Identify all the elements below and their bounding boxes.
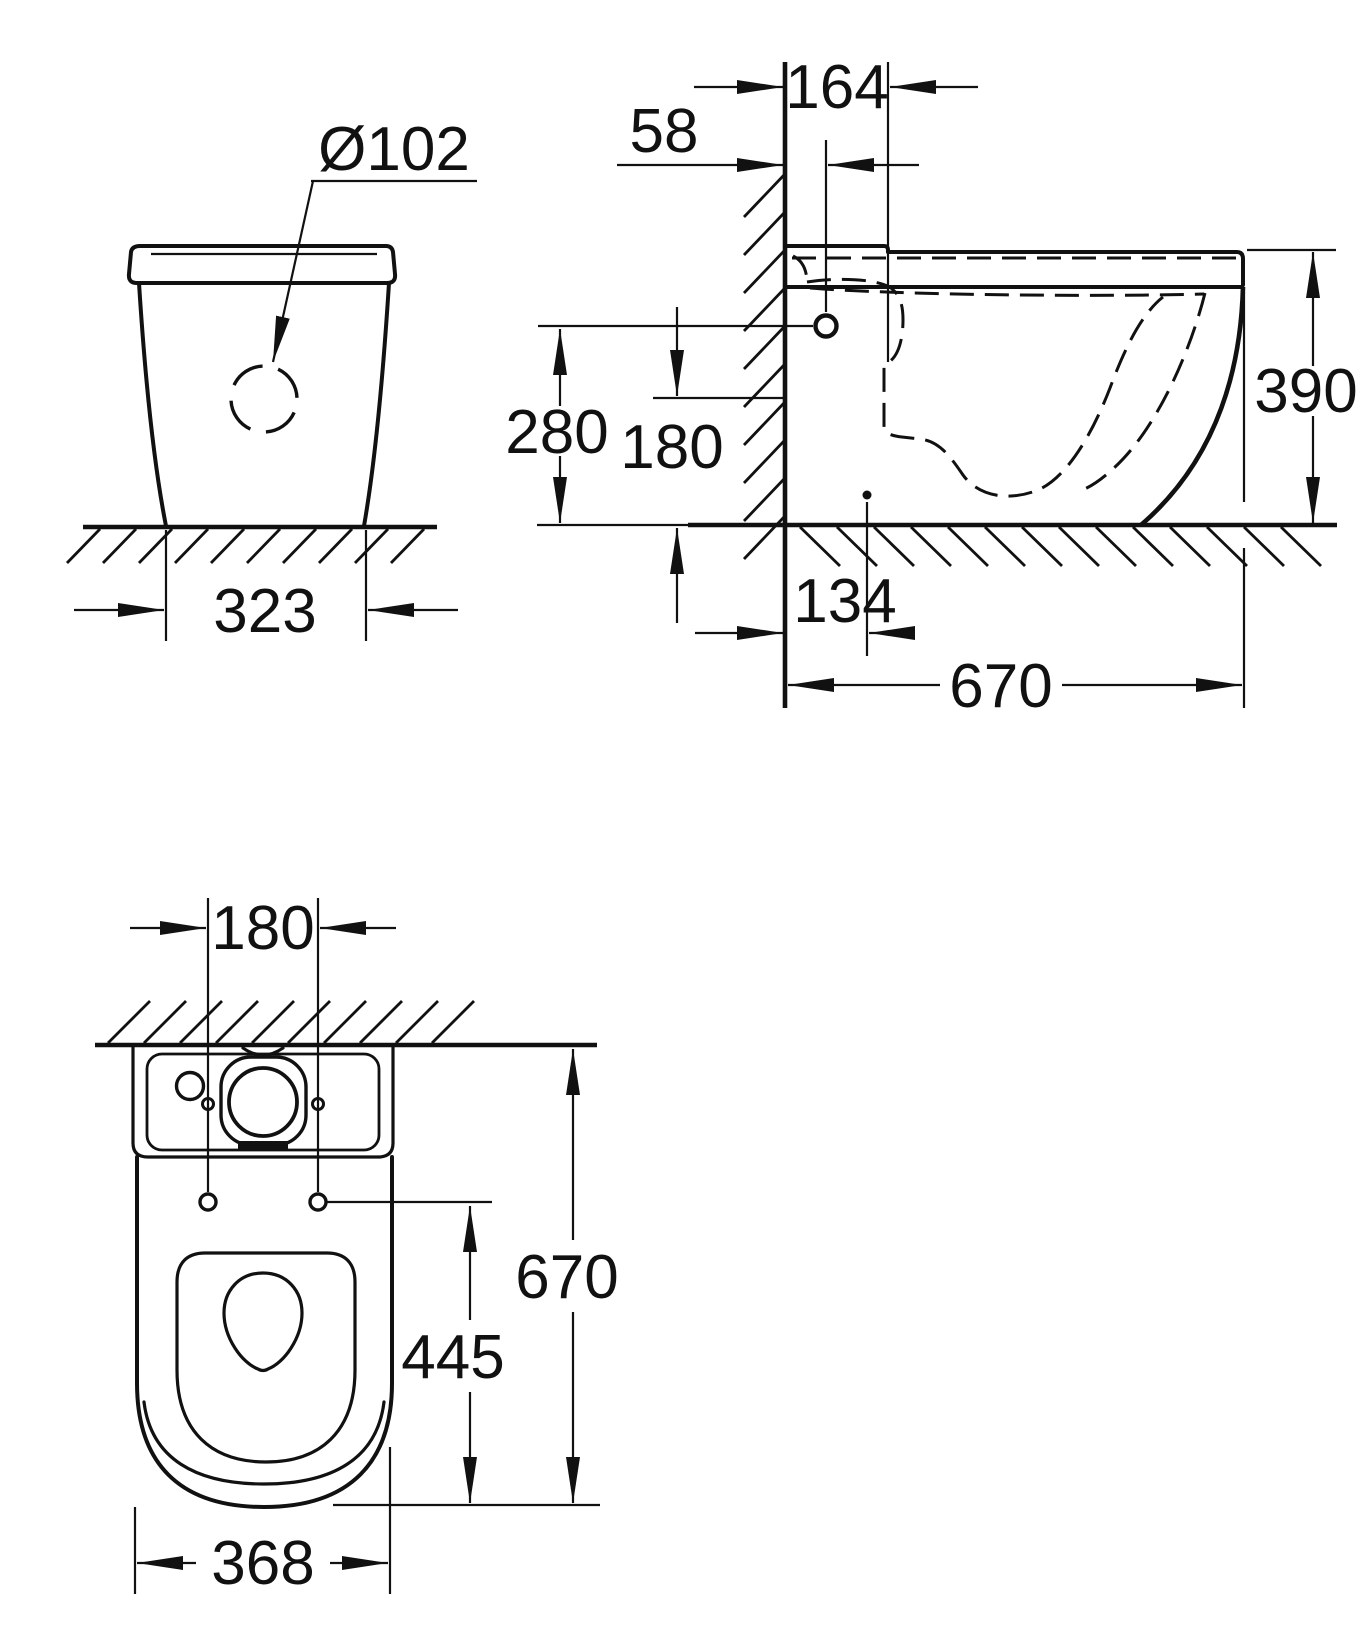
dim-side-outlet-height: 180 <box>620 413 723 482</box>
dim-plan-length: 670 <box>515 1243 618 1312</box>
plan-body-outline <box>135 1155 394 1509</box>
dim-side-inlet-offset: 58 <box>630 97 699 166</box>
dim-side-inlet-height: 280 <box>505 398 608 467</box>
diameter-leader-line <box>271 180 315 363</box>
plan-body-inner-rim <box>142 1400 386 1486</box>
hidden-bowl-inner-front <box>1075 292 1207 494</box>
cistern-body-right-edge <box>362 281 391 528</box>
dim-front-diameter: Ø102 <box>318 115 470 184</box>
dim-670p-label-bg <box>510 1252 624 1302</box>
water-inlet-circle <box>813 313 839 339</box>
plan-lid-button <box>174 1070 206 1102</box>
dim-280-label-bg <box>501 406 613 456</box>
plan-view: 180 670 445 368 <box>95 894 624 1598</box>
plan-cistern-outline <box>131 1043 395 1159</box>
dim-side-rim-height: 390 <box>1254 357 1357 426</box>
front-ground-hatching <box>65 528 426 564</box>
plan-flush-valve-inner <box>227 1066 299 1138</box>
plan-wall-hatching <box>107 1000 475 1044</box>
bowl-front-profile <box>1139 286 1246 527</box>
mounting-hole-right <box>308 1192 328 1212</box>
dim-front-base-width: 323 <box>213 577 316 646</box>
plan-valve-bottom-bar <box>238 1141 288 1149</box>
side-view: 164 58 280 180 390 134 670 <box>501 53 1363 721</box>
dim-180p-extension-lines <box>206 898 320 1192</box>
side-ground-hatching <box>799 525 1322 568</box>
dim-445-label-bg <box>397 1332 511 1382</box>
dim-plan-hole-to-front: 445 <box>401 1323 504 1392</box>
dim-390-label-bg <box>1249 366 1363 416</box>
outlet-center-dot <box>862 490 872 500</box>
dim-side-outlet-distance: 134 <box>793 567 896 636</box>
plan-seat-opening <box>175 1251 357 1464</box>
mounting-hole-left <box>198 1192 218 1212</box>
dim-plan-hole-spacing: 180 <box>211 894 314 963</box>
front-view: Ø102 323 <box>65 115 477 646</box>
dim-323-extension-lines <box>164 530 368 641</box>
dim-side-top-offset: 164 <box>785 53 888 122</box>
dim-368-extension-lines <box>133 1447 392 1594</box>
plan-flush-valve-outer <box>219 1055 308 1147</box>
dim-plan-width: 368 <box>211 1529 314 1598</box>
wall-hatching <box>742 174 786 560</box>
plan-bowl-sump <box>222 1271 304 1373</box>
supply-hole-dashed-circle <box>229 364 299 434</box>
hidden-trap-outline <box>806 277 1164 498</box>
plan-flush-valve-notch <box>241 1046 285 1057</box>
hidden-rim-slant-line <box>809 286 1205 297</box>
dim-side-depth: 670 <box>949 652 1052 721</box>
cistern-body-left-edge <box>137 281 168 528</box>
cistern-lid-outline <box>126 244 398 285</box>
hidden-cistern-inner <box>792 254 809 282</box>
